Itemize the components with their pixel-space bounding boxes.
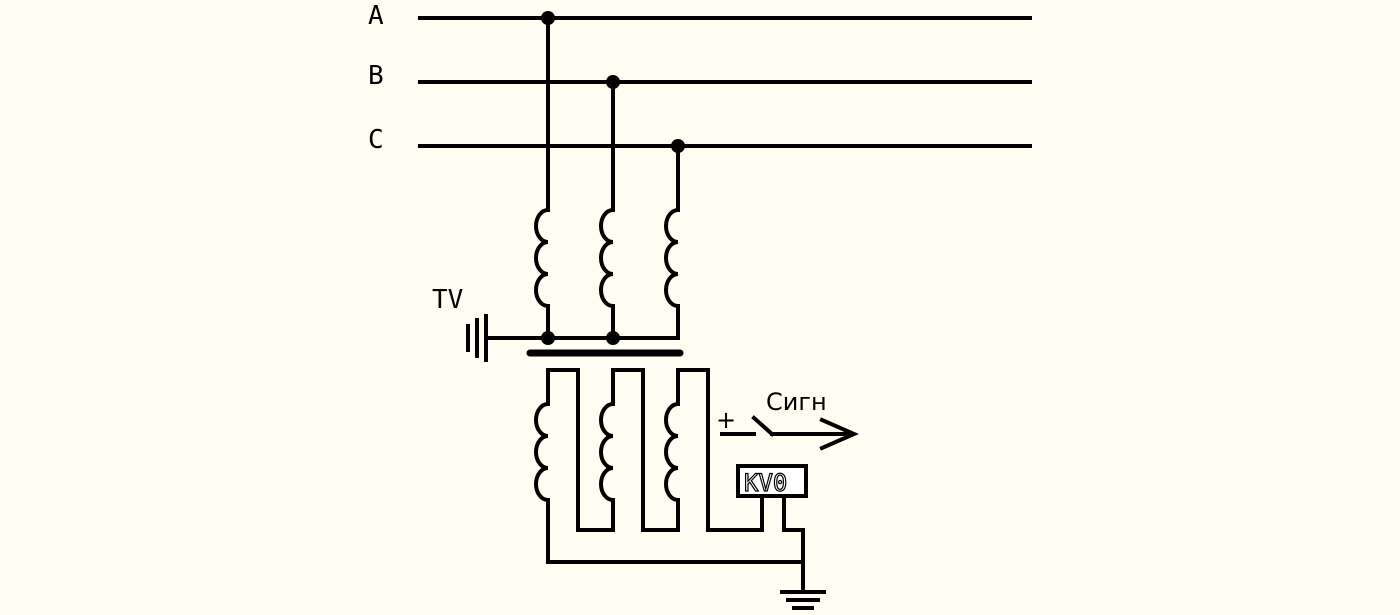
secondary-coil-a: [534, 402, 550, 502]
bus-label-a: A: [368, 1, 384, 31]
signal-contact: [751, 415, 775, 437]
bus-label-c: C: [368, 125, 384, 155]
relay-label: KV0: [744, 469, 787, 497]
star-junction-a: [541, 331, 555, 345]
junction-b: [606, 75, 620, 89]
plus-sign: +: [716, 406, 736, 434]
secondary-link-ab: [546, 368, 615, 532]
secondary-link-bc: [611, 368, 680, 532]
relay-to-ground: [782, 494, 805, 594]
bus-label-b: B: [368, 61, 384, 91]
ground-symbol-left: [466, 314, 488, 362]
junction-a: [541, 11, 555, 25]
primary-coil-b: [599, 208, 615, 308]
junction-c: [671, 139, 685, 153]
return-wire: [546, 498, 805, 564]
signal-label: Сигн: [766, 388, 827, 416]
transformer-label: TV: [432, 285, 463, 315]
star-junction-b: [606, 331, 620, 345]
secondary-coil-c: [664, 402, 680, 502]
primary-coil-c: [664, 208, 680, 308]
secondary-coil-b: [599, 402, 615, 502]
signal-arrow-icon: [819, 417, 859, 451]
ground-symbol-bottom: [780, 590, 826, 610]
secondary-to-relay: [676, 368, 764, 532]
primary-coil-a: [534, 208, 550, 308]
relay-box: [736, 464, 808, 498]
